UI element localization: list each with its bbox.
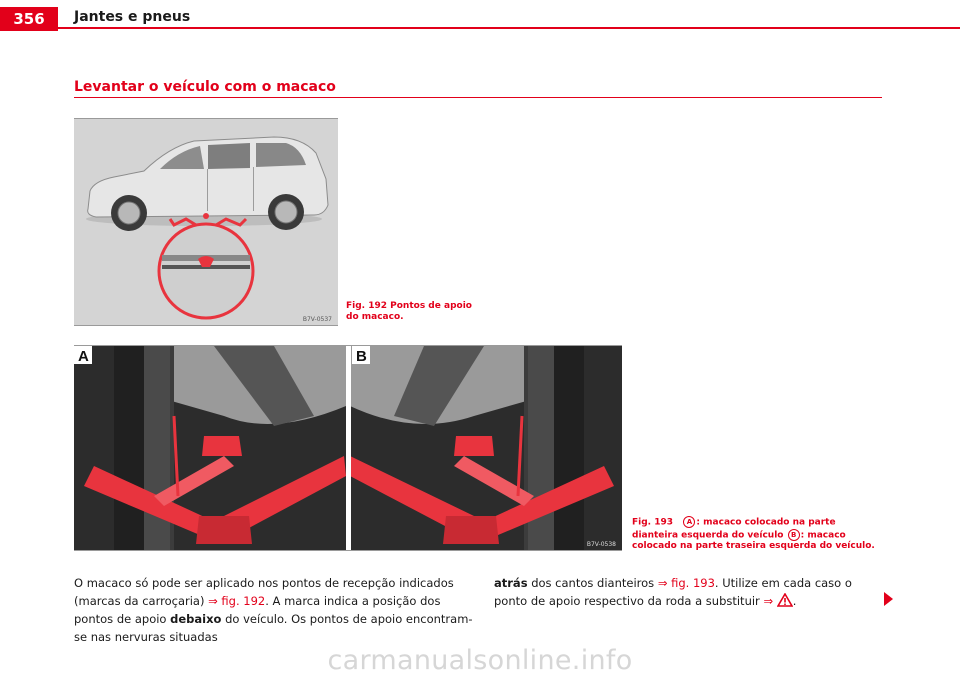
warning-link[interactable]: ⇒ <box>763 594 774 608</box>
chapter-title: Jantes e pneus <box>74 9 191 25</box>
figure-193-image: A B B7V-0538 <box>74 345 622 551</box>
figure-193-caption-prefix: Fig. 193 <box>632 517 674 528</box>
jack-positions-illustration: A B <box>74 346 622 550</box>
body-bold-text: debaixo <box>170 612 222 626</box>
body-text: . A marca indica a posição dos pontos de… <box>74 594 441 626</box>
figure-193-caption: Fig. 193 A: macaco colocado na parte dia… <box>632 516 882 552</box>
panel-a-jack-front <box>74 346 346 550</box>
figure-192-caption: Fig. 192 Pontos de apoio do macaco. <box>346 301 472 322</box>
body-text: dos cantos dianteiros <box>527 576 655 590</box>
section-heading: Levantar o veículo com o macaco <box>74 79 336 95</box>
figure-193-code: B7V-0538 <box>586 541 616 548</box>
watermark: carmanualsonline.info <box>327 645 633 676</box>
panel-a-label-box <box>74 346 92 364</box>
body-paragraph-left: O macaco só pode ser aplicado nos pontos… <box>74 574 474 646</box>
car-jack-point-illustration <box>74 119 338 325</box>
fig-192-link[interactable]: ⇒ fig. 192 <box>208 594 266 608</box>
next-page-arrow-icon[interactable] <box>884 592 893 606</box>
callout-b-icon: B <box>787 528 800 541</box>
figure-192-code: B7V-0537 <box>302 316 332 323</box>
figure-193-caption-text-a: : macaco colocado na parte dianteira esq… <box>632 517 836 541</box>
figure-192-image: B7V-0537 <box>74 118 338 326</box>
figure-193-caption-text-b: : macaco colocado na parte traseira esqu… <box>632 530 875 551</box>
body-bold-text: atrás <box>494 576 528 590</box>
body-text: . Utilize em cada caso o ponto de apoio … <box>494 576 852 608</box>
panel-b-label: B <box>356 348 367 365</box>
panel-b-jack-rear <box>350 346 622 550</box>
callout-a-icon: A <box>683 516 696 528</box>
body-text: do veículo. Os pontos de apoio encontram… <box>74 612 473 644</box>
warning-icon[interactable] <box>776 592 794 607</box>
panel-a-label: A <box>78 348 89 365</box>
page-number: 356 <box>13 10 45 28</box>
fig-193-link[interactable]: ⇒ fig. 193 <box>657 576 715 590</box>
panel-b-label-box <box>352 346 370 364</box>
header-rule <box>58 27 960 29</box>
section-rule <box>74 97 882 98</box>
body-paragraph-right: atrás dos cantos dianteiros ⇒ fig. 193. … <box>494 574 884 610</box>
body-text: O macaco só pode ser aplicado nos pontos… <box>74 576 454 608</box>
page-number-box <box>0 7 58 31</box>
body-text: . <box>792 594 797 608</box>
